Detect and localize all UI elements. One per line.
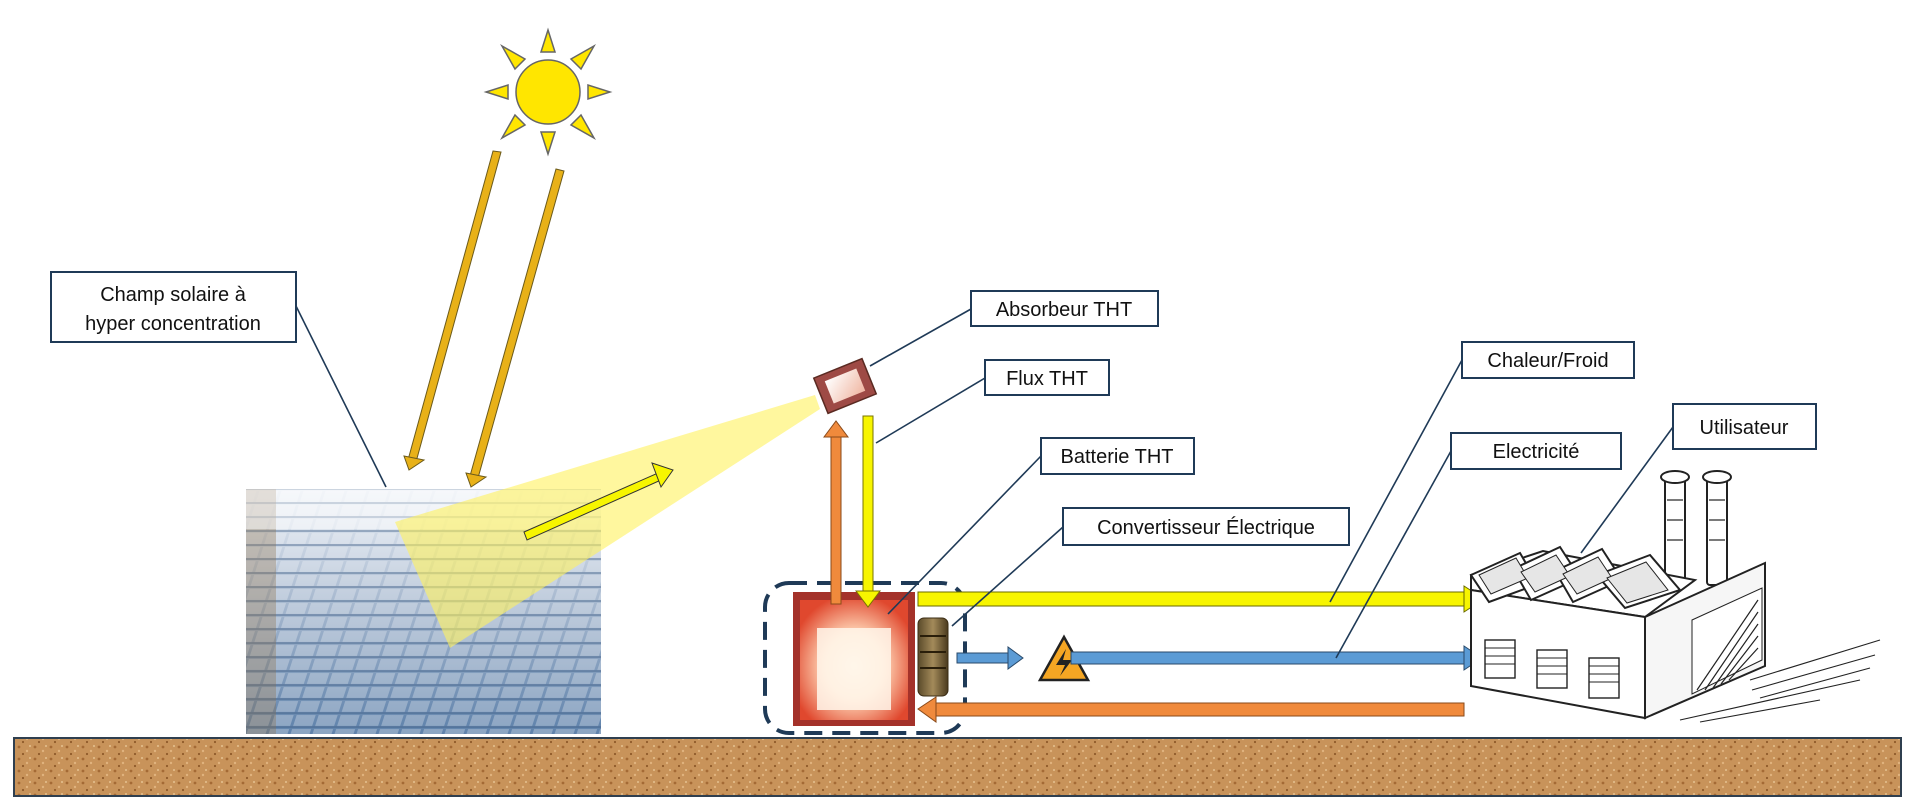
label-heat-cold: Chaleur/Froid	[1461, 341, 1635, 379]
electricity-to-user-arrow	[1070, 645, 1483, 671]
flux-down-arrow	[855, 415, 881, 608]
heat-up-arrow	[823, 420, 849, 605]
converter-label: Convertisseur Électrique	[1097, 516, 1315, 539]
solar-field-label-line1: Champ solaire à	[100, 284, 247, 306]
heat-to-user-arrow	[917, 585, 1485, 613]
factory-icon	[1469, 470, 1881, 723]
absorber-icon	[812, 357, 878, 415]
label-flux: Flux THT	[984, 359, 1110, 396]
thermal-battery-icon	[793, 592, 915, 726]
battery-label: Batterie THT	[1061, 446, 1174, 468]
return-arrow	[917, 696, 1465, 723]
label-solar-field: Champ solaire à hyper concentration	[50, 271, 297, 343]
incoming-sun-rays	[403, 150, 565, 488]
electric-converter-icon	[917, 617, 949, 697]
concentrated-beam	[395, 395, 820, 648]
leader-lines	[295, 305, 1674, 659]
solar-field-label-line2: hyper concentration	[85, 313, 261, 335]
absorber-label: Absorbeur THT	[996, 299, 1132, 321]
electricity-label: Electricité	[1493, 441, 1580, 463]
ground	[13, 737, 1902, 797]
label-user: Utilisateur	[1672, 403, 1817, 450]
label-electricity: Electricité	[1450, 432, 1622, 470]
user-label: Utilisateur	[1700, 417, 1789, 439]
label-battery: Batterie THT	[1040, 437, 1195, 475]
sun-icon	[483, 27, 613, 157]
electricity-arrow-short	[956, 646, 1024, 670]
label-converter: Convertisseur Électrique	[1062, 507, 1350, 546]
flux-label: Flux THT	[1006, 368, 1088, 390]
heat-cold-label: Chaleur/Froid	[1487, 350, 1608, 372]
beam-direction-arrow	[523, 462, 674, 541]
label-absorber: Absorbeur THT	[970, 290, 1159, 327]
